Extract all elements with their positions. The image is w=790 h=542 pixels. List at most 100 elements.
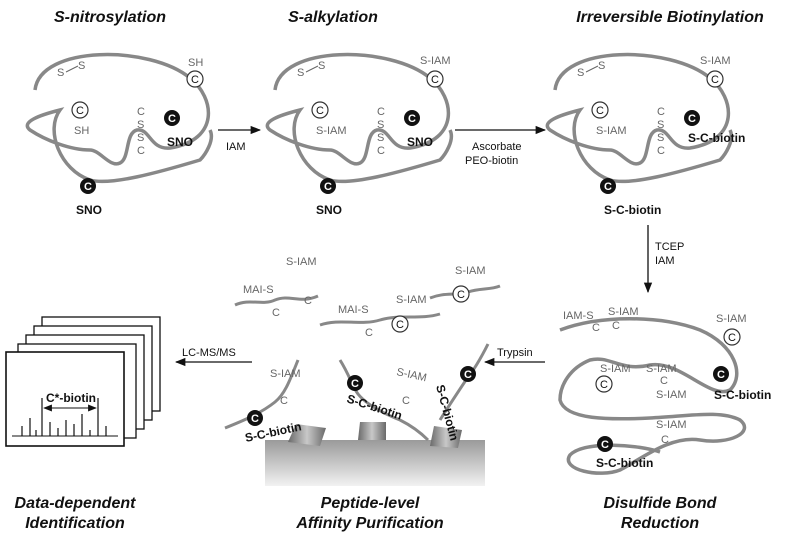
biotin-label: S-C-biotin — [345, 392, 404, 423]
disulfide-s: S — [137, 132, 144, 144]
mai-s-label: MAI-S — [243, 284, 274, 296]
thiol-label: SH — [74, 125, 89, 137]
cysteine-biotinylated — [597, 436, 613, 452]
cysteine-nitrosylated — [80, 178, 96, 194]
reagent-trypsin: Trypsin — [497, 347, 533, 359]
s-iam-label: S-IAM — [700, 55, 731, 67]
step-title-s-nitrosylation: S-nitrosylation — [53, 9, 166, 26]
protein-backbone — [265, 52, 453, 184]
reagent-tcep: TCEP — [655, 241, 684, 253]
reagent-iam: IAM — [226, 141, 246, 153]
cysteine-c: C — [316, 105, 324, 117]
disulfide-bond — [65, 65, 79, 73]
cysteine-nitrosylated — [404, 110, 420, 126]
protein-s-alkylation: S S C S-IAM C S-IAM C S S C C SNO C SNO — [265, 52, 453, 217]
cysteine-c: C — [604, 181, 612, 193]
sno-label: SNO — [167, 135, 193, 149]
s-iam-label: S-IAM — [396, 294, 427, 306]
s-iam-label: S-IAM — [455, 265, 486, 277]
protein-backbone — [545, 52, 733, 184]
peptide-strand — [234, 294, 319, 307]
cysteine-biotinylated — [684, 110, 700, 126]
spectrum-peaks — [21, 398, 107, 436]
disulfide-bond — [305, 65, 319, 73]
c-star-biotin-label: C*-biotin — [46, 391, 96, 405]
cysteine-free — [723, 328, 741, 346]
disulfide-s: S — [297, 67, 304, 79]
cysteine-c: C — [711, 74, 719, 86]
disulfide-s: S — [57, 67, 64, 79]
title-line: Affinity Purification — [296, 515, 444, 532]
protein-backbone — [25, 52, 213, 184]
disulfide-s: S — [318, 60, 325, 72]
peptide-c: C — [272, 307, 280, 319]
cysteine-free — [595, 375, 613, 393]
disulfide-bond — [585, 65, 599, 73]
disulfide-c: C — [657, 106, 665, 118]
protein-backbone — [558, 317, 747, 475]
cysteine-biotinylated — [347, 375, 363, 391]
reagent-peo-biotin: PEO-biotin — [465, 155, 518, 167]
s-iam-label: S-IAM — [316, 125, 347, 137]
cysteine-free — [71, 101, 89, 119]
biotin-label: S-C-biotin — [714, 388, 771, 402]
cysteine-free — [591, 101, 609, 119]
sno-label: SNO — [76, 203, 102, 217]
cysteine-c: C — [717, 369, 725, 381]
disulfide-c: C — [377, 106, 385, 118]
cysteine-c: C — [688, 113, 696, 125]
sno-label: SNO — [407, 135, 433, 149]
disulfide-c: C — [377, 145, 385, 157]
s-iam-label: S-IAM — [286, 256, 317, 268]
sno-label: SNO — [316, 203, 342, 217]
cysteine-biotinylated — [460, 366, 476, 382]
disulfide-c: C — [137, 145, 145, 157]
streptavidin-cup — [430, 426, 462, 448]
disulfide-c: C — [657, 145, 665, 157]
cysteine-biotinylated — [713, 366, 729, 382]
streptavidin-cup — [288, 424, 326, 446]
cysteine-free — [311, 101, 329, 119]
s-iam-label: S-IAM — [270, 368, 301, 380]
unbound-peptides: MAI-S C S-IAM C MAI-S C C S-IAM C S-IAM — [234, 256, 501, 339]
cysteine-c: C — [457, 289, 465, 301]
step-title-affinity-purification: Peptide-level Affinity Purification — [265, 494, 475, 534]
peptide-c: C — [365, 327, 373, 339]
method-lcmsms: LC-MS/MS — [182, 347, 236, 359]
biotin-label: S-C-biotin — [604, 203, 661, 217]
disulfide-s: S — [657, 132, 664, 144]
cysteine-c: C — [431, 74, 439, 86]
title-line: Peptide-level — [320, 495, 420, 512]
disulfide-s: S — [377, 119, 384, 131]
protein-s-nitrosylation: S S C SH C SH C S S C C SNO C SNO — [25, 52, 213, 217]
cysteine-nitrosylated — [164, 110, 180, 126]
disulfide-s: S — [377, 132, 384, 144]
cysteine-biotinylated — [247, 410, 263, 426]
captured-peptides: C S-C-biotin S-IAM C C S-C-biotin S-IAM … — [224, 343, 490, 448]
cysteine-c: C — [76, 105, 84, 117]
cysteine-free — [706, 70, 724, 88]
s-iam-label: S-IAM — [600, 363, 631, 375]
step-title-data-identification: Data-dependent Identification — [0, 494, 150, 534]
cysteine-c: C — [600, 379, 608, 391]
protein-reduced: IAM-S C S-IAM C C S-IAM S-IAM C S-IAM C … — [558, 306, 771, 475]
s-iam-label: S-IAM — [656, 419, 687, 431]
iam-s-label: IAM-S — [563, 310, 594, 322]
protein-biotinylated: S S C S-IAM C S-IAM C S S C C S-C-biotin… — [545, 52, 745, 217]
s-iam-label: S-IAM — [420, 55, 451, 67]
biotin-label: S-C-biotin — [688, 131, 745, 145]
disulfide-c: C — [612, 320, 620, 332]
cysteine-free — [186, 70, 204, 88]
disulfide-c: C — [137, 106, 145, 118]
cysteine-c: C — [324, 181, 332, 193]
spectrum-front — [5, 351, 125, 447]
cysteine-c: C — [251, 413, 259, 425]
mai-s-label: MAI-S — [338, 304, 369, 316]
cysteine-free — [452, 285, 470, 303]
cysteine-c: C — [601, 439, 609, 451]
disulfide-c: C — [592, 322, 600, 334]
step-title-s-alkylation: S-alkylation — [288, 9, 378, 26]
streptavidin-cup — [358, 422, 386, 440]
